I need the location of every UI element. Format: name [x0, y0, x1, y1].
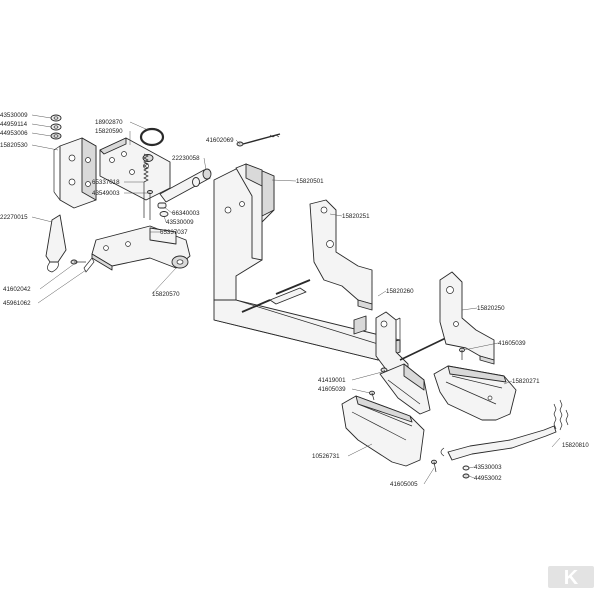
bracket-plate-15820530 [53, 137, 97, 209]
label-15820251: 15820251 [342, 213, 370, 220]
main-frame-15820501 [213, 163, 275, 307]
hinge-bracket-15820590 [99, 137, 171, 201]
label-15820501: 15820501 [296, 178, 324, 185]
brand-logo-glyph: K [564, 567, 579, 589]
label-15820810: 15820810 [562, 443, 589, 449]
side-plate-15820251 [309, 199, 373, 311]
label-41605005: 41605005 [390, 481, 418, 488]
spring-65337018 [143, 153, 149, 218]
label-65337018: 65337018 [92, 179, 120, 186]
housing-15820271 [433, 365, 517, 421]
label-15820271: 15820271 [512, 378, 540, 385]
label-15820250: 15820250 [477, 305, 505, 312]
hitch-pin-22270015 [45, 214, 67, 273]
label-43549003: 43549003 [92, 190, 120, 197]
label-43530009-b: 43530009 [166, 219, 194, 226]
bolt-41605039-a [459, 347, 465, 360]
label-18902870: 18902870 [95, 119, 123, 126]
leader-lines [31, 114, 561, 485]
label-41419001: 41419001 [318, 377, 346, 384]
label-41605039-a: 41605039 [498, 340, 526, 347]
washer-43530009-b [159, 211, 169, 217]
bolt-41602069 [236, 133, 281, 147]
nut-44953002 [462, 473, 470, 479]
label-44953002: 44953002 [474, 475, 502, 482]
label-22270015: 22270015 [0, 214, 28, 221]
label-44959114: 44959114 [0, 121, 28, 128]
plate-15820250 [439, 271, 495, 365]
washer-43530003 [462, 465, 470, 471]
nut-44953006 [50, 132, 62, 140]
label-15820590: 15820590 [95, 128, 123, 135]
label-45961062: 45961062 [3, 300, 31, 307]
label-43530009-a: 43530009 [0, 112, 28, 119]
washer-44959114 [50, 123, 62, 131]
shaft-22230058 [159, 168, 212, 203]
washer-43530009 [50, 114, 62, 122]
label-66340003: 66340003 [172, 210, 200, 217]
clip-45961062 [83, 257, 95, 273]
brand-logo: K [548, 566, 594, 589]
label-65337037: 65337037 [160, 229, 188, 236]
label-15820260: 15820260 [386, 288, 414, 295]
label-44953006: 44953006 [0, 130, 28, 137]
label-43530003: 43530003 [474, 464, 502, 471]
label-10526731: 10526731 [312, 453, 340, 460]
part-labels: 43530009 44959114 44953006 15820530 2227… [0, 112, 589, 488]
pin-66340003 [157, 202, 167, 209]
label-41602042: 41602042 [3, 286, 31, 293]
label-15820570: 15820570 [152, 291, 180, 298]
label-41605039-b: 41605039 [318, 386, 346, 393]
bolt-43549003 [147, 190, 153, 220]
chain-15820810 [440, 399, 569, 461]
bolt-41602042 [70, 259, 86, 265]
bolt-41605005 [431, 459, 437, 473]
housing-10526731 [341, 395, 425, 467]
label-15820530: 15820530 [0, 142, 28, 149]
housing-center [379, 363, 431, 415]
label-41602069: 41602069 [206, 137, 234, 144]
label-22230058: 22230058 [172, 155, 200, 162]
bolt-41605039-b [369, 390, 375, 401]
ring-18902870 [139, 127, 165, 147]
